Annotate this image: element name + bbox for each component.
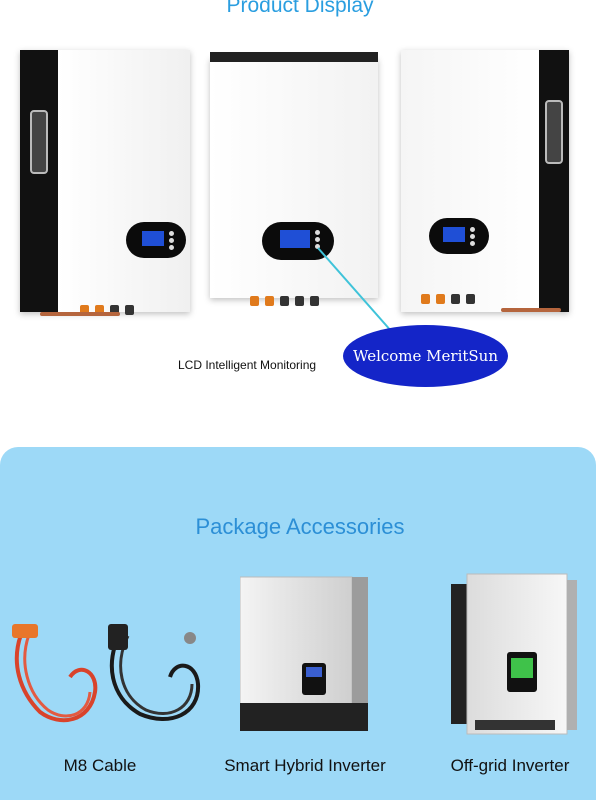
lcd-screen [443, 227, 465, 242]
lcd-display-panel [126, 222, 186, 258]
terminal-connectors [475, 720, 555, 730]
ring-terminal-icon [184, 632, 196, 644]
handle-icon [545, 100, 563, 164]
lcd-screen [280, 230, 310, 248]
terminal-connectors [250, 296, 319, 306]
terminal-connectors [421, 294, 475, 304]
battery-unit-right [401, 50, 569, 312]
accessory-caption-off-grid-inverter: Off-grid Inverter [450, 756, 570, 775]
callout-connector-line [317, 247, 393, 333]
battery-top-cap [210, 52, 378, 62]
black-cable-icon [108, 624, 201, 721]
status-led-indicators [169, 231, 174, 250]
battery-unit-left [20, 50, 190, 316]
battery-unit-center [210, 52, 378, 306]
red-cable-icon [12, 624, 98, 723]
battery-side-panel [20, 50, 58, 312]
lcd-welcome-callout: Welcome MeritSun [343, 325, 508, 387]
cable-pipe [501, 308, 561, 312]
section-title-package-accessories: Package Accessories [195, 514, 405, 539]
battery-front-panel [58, 50, 190, 312]
battery-front-panel [210, 62, 378, 298]
inverter-lcd-screen [306, 667, 322, 677]
status-led-indicators [470, 227, 475, 246]
inverter-lcd-screen [511, 658, 533, 678]
battery-side-panel [539, 50, 569, 312]
lcd-display-panel [262, 222, 334, 260]
lcd-screen [142, 231, 164, 246]
section-title-product-display: Product Display [226, 0, 374, 17]
m8-cable-image [12, 624, 201, 723]
connector-plug-icon [12, 624, 38, 638]
accessory-caption-smart-hybrid-inverter: Smart Hybrid Inverter [224, 756, 386, 775]
terminal-connectors [80, 305, 134, 315]
smart-hybrid-inverter-image [240, 576, 368, 731]
status-led-indicators [315, 230, 320, 249]
off-grid-inverter-image [451, 573, 577, 735]
handle-icon [30, 110, 48, 174]
battery-front-panel [401, 50, 539, 312]
accessory-caption-m8-cable: M8 Cable [63, 756, 137, 775]
lcd-monitoring-label: LCD Intelligent Monitoring [178, 358, 317, 372]
connector-plug-icon [108, 624, 128, 650]
lcd-display-panel [429, 218, 489, 254]
cable-pipe [40, 312, 120, 316]
